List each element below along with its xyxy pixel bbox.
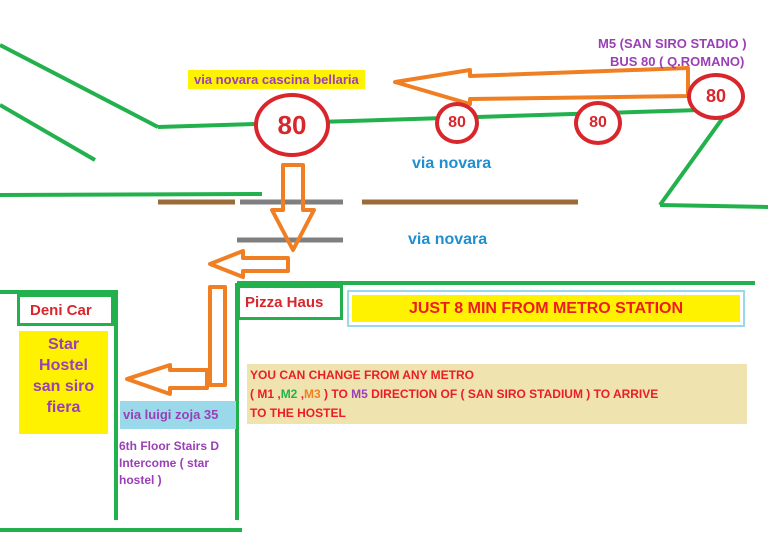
metro-line-label: M5 (SAN SIRO STADIO ) xyxy=(598,36,747,51)
road-right-horizontal xyxy=(659,203,768,209)
bus-stop-80: 80 xyxy=(574,101,622,145)
instruction-text: ) TO xyxy=(320,387,352,401)
metro-instructions-box: YOU CAN CHANGE FROM ANY METRO ( M1 ,M2 ,… xyxy=(247,364,747,424)
instruction-text: ( xyxy=(250,387,258,401)
hostel-address-label: via luigi zoja 35 xyxy=(120,401,236,429)
bus-stop-80-large: 80 xyxy=(254,93,330,157)
floor-line: Intercome ( star xyxy=(119,456,210,470)
street-label-via-novara-lower: via novara xyxy=(408,231,488,248)
floor-instructions: 6th Floor Stairs D Intercome ( star host… xyxy=(119,438,219,489)
instruction-line-1: YOU CAN CHANGE FROM ANY METRO xyxy=(250,368,475,382)
metro-m1: M1 xyxy=(257,387,275,401)
hostel-name-line: Star xyxy=(47,336,80,353)
floor-line: hostel ) xyxy=(119,473,162,487)
arrow-left-small xyxy=(208,249,290,279)
instruction-text: , xyxy=(297,387,305,401)
metro-m3: M3 xyxy=(304,387,321,401)
metro-distance-banner: JUST 8 MIN FROM METRO STATION xyxy=(347,290,745,327)
road-diagonal-top-left xyxy=(0,43,159,129)
road-lower-left xyxy=(0,192,263,197)
hostel-name-line: fiera xyxy=(46,399,81,416)
bus-line-label: BUS 80 ( Q.ROMANO) xyxy=(610,54,745,69)
road-diagonal-mid-left xyxy=(0,103,97,162)
bus-stop-80-terminal: 80 xyxy=(687,73,745,120)
metro-m2: M2 xyxy=(280,387,298,401)
road-right-diagonal xyxy=(658,110,729,207)
deni-car-label: Deni Car xyxy=(17,294,114,326)
hostel-name-line: san siro xyxy=(32,378,95,395)
arrow-down-long xyxy=(208,285,227,387)
arrow-bus-left xyxy=(393,66,690,106)
arrow-down xyxy=(270,163,316,252)
metro-m5: M5 xyxy=(351,387,368,401)
street-label-via-novara: via novara xyxy=(412,155,492,172)
instruction-text: , xyxy=(274,387,281,401)
instruction-line-3: TO THE HOSTEL xyxy=(250,406,346,420)
street-strips xyxy=(158,199,578,243)
instruction-line-2: ( M1 ,M2 ,M3 ) TO M5 DIRECTION OF ( SAN … xyxy=(250,385,744,404)
hostel-name-box: Star Hostel san siro fiera xyxy=(19,331,108,434)
hostel-name-line: Hostel xyxy=(39,357,88,374)
orange-arrows xyxy=(125,66,690,396)
cascina-bellaria-label: via novara cascina bellaria xyxy=(188,70,365,89)
instruction-text: DIRECTION OF ( SAN SIRO STADIUM ) TO ARR… xyxy=(367,387,659,401)
arrow-left-zoja xyxy=(125,363,209,396)
bus-stop-80: 80 xyxy=(435,102,479,144)
green-roads xyxy=(0,43,768,532)
banner-text: JUST 8 MIN FROM METRO STATION xyxy=(352,295,740,322)
pizza-haus-label: Pizza Haus xyxy=(237,285,343,320)
floor-line: 6th Floor Stairs D xyxy=(119,439,220,453)
